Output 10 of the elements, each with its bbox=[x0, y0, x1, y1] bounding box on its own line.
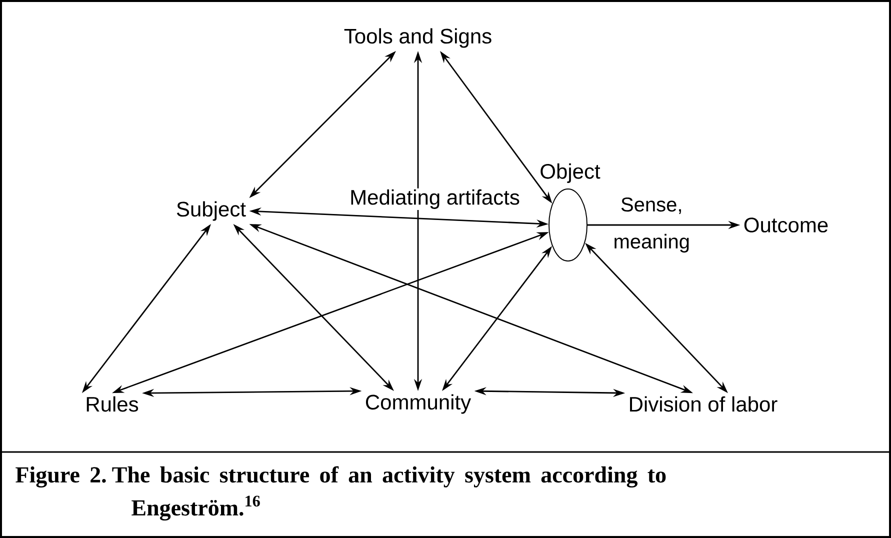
node-label: Community bbox=[366, 394, 472, 414]
node-label: Outcome bbox=[744, 218, 828, 232]
node-label: Division of labor bbox=[630, 396, 778, 412]
caption: Figure 2. The basic structure of an activity system according to Engeström.$^{16}$ bbox=[16, 466, 666, 520]
node-label: Subject bbox=[176, 201, 246, 221]
node-label: Object bbox=[540, 163, 600, 183]
edge-label: Sense, meaning bbox=[614, 197, 689, 253]
edge-label: Mediating artifacts bbox=[348, 188, 521, 210]
node-label: Tools and Signs bbox=[344, 28, 492, 48]
node-label: Rules bbox=[86, 396, 138, 412]
